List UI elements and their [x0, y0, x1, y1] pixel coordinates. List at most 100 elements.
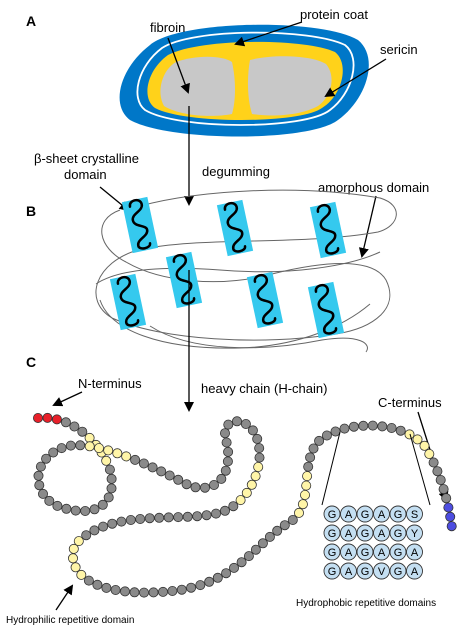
sequence-residue-circle	[389, 524, 407, 542]
hydrophilic-arrow	[55, 584, 74, 611]
amino-acid-bead	[69, 421, 80, 432]
amino-acid-bead	[446, 521, 457, 532]
amino-acid-bead	[129, 587, 140, 598]
amino-acid-bead	[303, 461, 314, 472]
amino-acid-bead	[297, 499, 308, 510]
amino-acid-bead	[107, 518, 118, 529]
sequence-residue-circle	[340, 562, 357, 580]
sequence-residue-letter: G	[361, 566, 370, 578]
amino-acid-bead	[89, 525, 100, 536]
amino-acid-bead	[221, 437, 232, 448]
sequence-residue-letter: G	[328, 509, 337, 521]
amino-acid-bead	[241, 487, 252, 498]
sequence-residue-circle	[356, 505, 374, 523]
amino-acid-bead	[348, 421, 359, 432]
amino-acid-bead	[61, 503, 72, 514]
amino-acid-bead	[435, 474, 446, 485]
amino-acid-bead	[103, 445, 114, 456]
sequence-residue-circle	[389, 543, 407, 561]
beta-sheet-crystal	[216, 199, 254, 257]
amino-acid-bead	[216, 473, 227, 484]
amino-acid-bead	[94, 443, 105, 454]
sequence-residue-circle	[406, 505, 423, 523]
amino-acid-bead	[163, 512, 174, 523]
amino-acid-bead	[223, 446, 234, 457]
sequence-residue-letter: G	[328, 547, 337, 559]
amino-acid-bead	[443, 502, 454, 513]
amino-acid-bead	[201, 510, 212, 521]
amino-acid-bead	[176, 584, 187, 595]
beta-sheet-crystal	[109, 273, 147, 331]
amino-acid-bead	[138, 587, 149, 598]
amino-acid-bead	[186, 582, 197, 593]
sequence-residue-letter: G	[328, 528, 337, 540]
amino-acid-bead	[228, 562, 239, 573]
amino-acid-bead	[428, 457, 439, 468]
sequence-residue-letter: G	[394, 509, 403, 521]
fibroin-label: fibroin	[150, 20, 185, 35]
fibroin-core-left	[160, 56, 235, 116]
sequence-residue-circle	[406, 562, 423, 580]
amino-acid-bead	[112, 448, 123, 459]
amino-acid-bead	[386, 422, 397, 433]
sequence-residue-letter: G	[361, 528, 370, 540]
amino-acid-bead	[221, 568, 232, 579]
amino-acid-bead	[135, 514, 146, 525]
amino-acid-bead	[125, 515, 136, 526]
amino-acid-bead	[424, 448, 435, 459]
amino-acid-bead	[56, 443, 67, 454]
beta-sheet-crystal	[307, 281, 345, 339]
amino-acid-bead	[395, 425, 406, 436]
amino-acid-bead	[330, 426, 341, 437]
amino-acid-bead	[204, 576, 215, 587]
amino-acid-bead	[254, 443, 265, 454]
silk-fiber-cross-section	[119, 24, 369, 137]
sequence-residue-circle	[373, 524, 390, 542]
sequence-residue-letter: A	[378, 547, 386, 559]
amino-acid-bead	[195, 580, 206, 591]
amino-acid-bead	[182, 511, 193, 522]
amino-acid-bead	[68, 543, 79, 554]
amino-acid-bead	[308, 443, 319, 454]
amino-acid-bead	[301, 480, 312, 491]
sequence-residue-letter: G	[361, 509, 370, 521]
amino-acid-bead	[33, 470, 44, 481]
amino-acid-bead	[75, 440, 86, 451]
amino-acid-bead	[89, 504, 100, 515]
amino-acid-bead	[377, 421, 388, 432]
hydrophobic-label: Hydrophobic repetitive domains	[296, 598, 436, 609]
sequence-residue-circle	[373, 562, 390, 580]
amino-acid-bead	[250, 544, 261, 555]
sequence-residue-circle	[340, 524, 357, 542]
sequence-residue-letter: A	[345, 528, 353, 540]
amino-acid-bead	[358, 420, 369, 431]
sequence-residue-letter: A	[378, 509, 386, 521]
degumming-label: degumming	[202, 164, 270, 179]
amino-acid-bead	[101, 455, 112, 466]
amino-acid-bead	[81, 530, 92, 541]
sequence-residue-circle	[373, 543, 390, 561]
amino-acid-bead	[173, 474, 184, 485]
sequence-residue-letter: G	[394, 566, 403, 578]
amino-acid-bead	[70, 505, 81, 516]
amino-acid-bead	[106, 473, 117, 484]
amino-acid-bead	[164, 470, 175, 481]
amino-acid-bead	[228, 501, 239, 512]
fibroin-arrow	[167, 37, 190, 94]
amino-acid-bead	[219, 505, 230, 516]
sequence-residue-letter: S	[411, 509, 418, 521]
amino-acid-bead	[302, 471, 313, 482]
beta-sheet-crystals	[109, 196, 347, 339]
amino-acid-bead	[138, 458, 149, 469]
amino-acid-bead	[253, 461, 264, 472]
amino-acid-bead	[240, 418, 251, 429]
amino-acid-bead	[76, 569, 87, 580]
amino-acid-bead	[279, 520, 290, 531]
amino-acid-bead	[199, 482, 210, 493]
amino-acid-bead	[250, 471, 261, 482]
sequence-residue-circle	[356, 543, 374, 561]
amino-acid-bead	[235, 495, 246, 506]
amorphous-arrow	[358, 195, 377, 258]
sequence-residue-letter: Y	[411, 528, 419, 540]
